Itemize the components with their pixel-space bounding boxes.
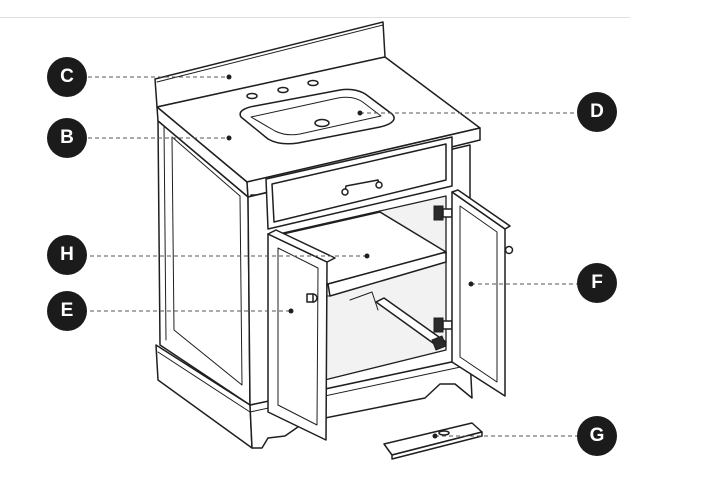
sink-basin	[239, 88, 395, 145]
callout-d: D	[577, 92, 617, 132]
cabinet-base	[155, 344, 473, 449]
callout-h: H	[47, 235, 87, 275]
right-door	[451, 189, 514, 397]
drawer	[265, 136, 453, 230]
faucet-holes	[246, 79, 319, 100]
callout-b: B	[47, 118, 87, 158]
drawer-slide	[375, 297, 447, 351]
callout-f: F	[577, 263, 617, 303]
top-divider	[0, 17, 630, 18]
left-door	[267, 229, 336, 441]
leader-lines	[88, 74, 577, 439]
callout-c: C	[47, 57, 87, 97]
toe-kick-panel	[383, 422, 483, 460]
callout-g: G	[577, 416, 617, 456]
callout-e: E	[47, 291, 87, 331]
